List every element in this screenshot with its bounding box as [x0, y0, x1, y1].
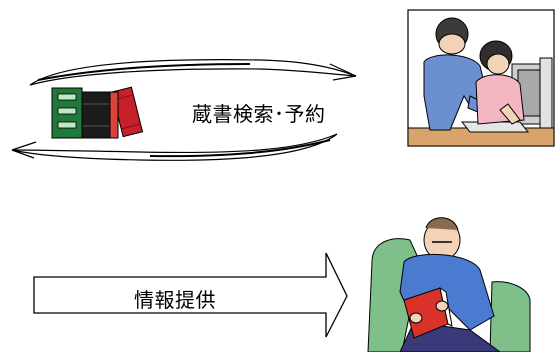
books-icon	[51, 86, 144, 139]
reading-man-icon	[367, 217, 531, 352]
cycle-arrow-bottom	[11, 133, 338, 161]
computer-users-icon	[407, 9, 555, 147]
label-information-provision: 情報提供	[134, 288, 216, 312]
cycle-arrow-top	[29, 59, 357, 86]
right-arrow	[33, 252, 348, 338]
cycle-arrows	[11, 59, 357, 161]
label-catalog-search-reserve: 蔵書検索･予約	[192, 102, 326, 126]
